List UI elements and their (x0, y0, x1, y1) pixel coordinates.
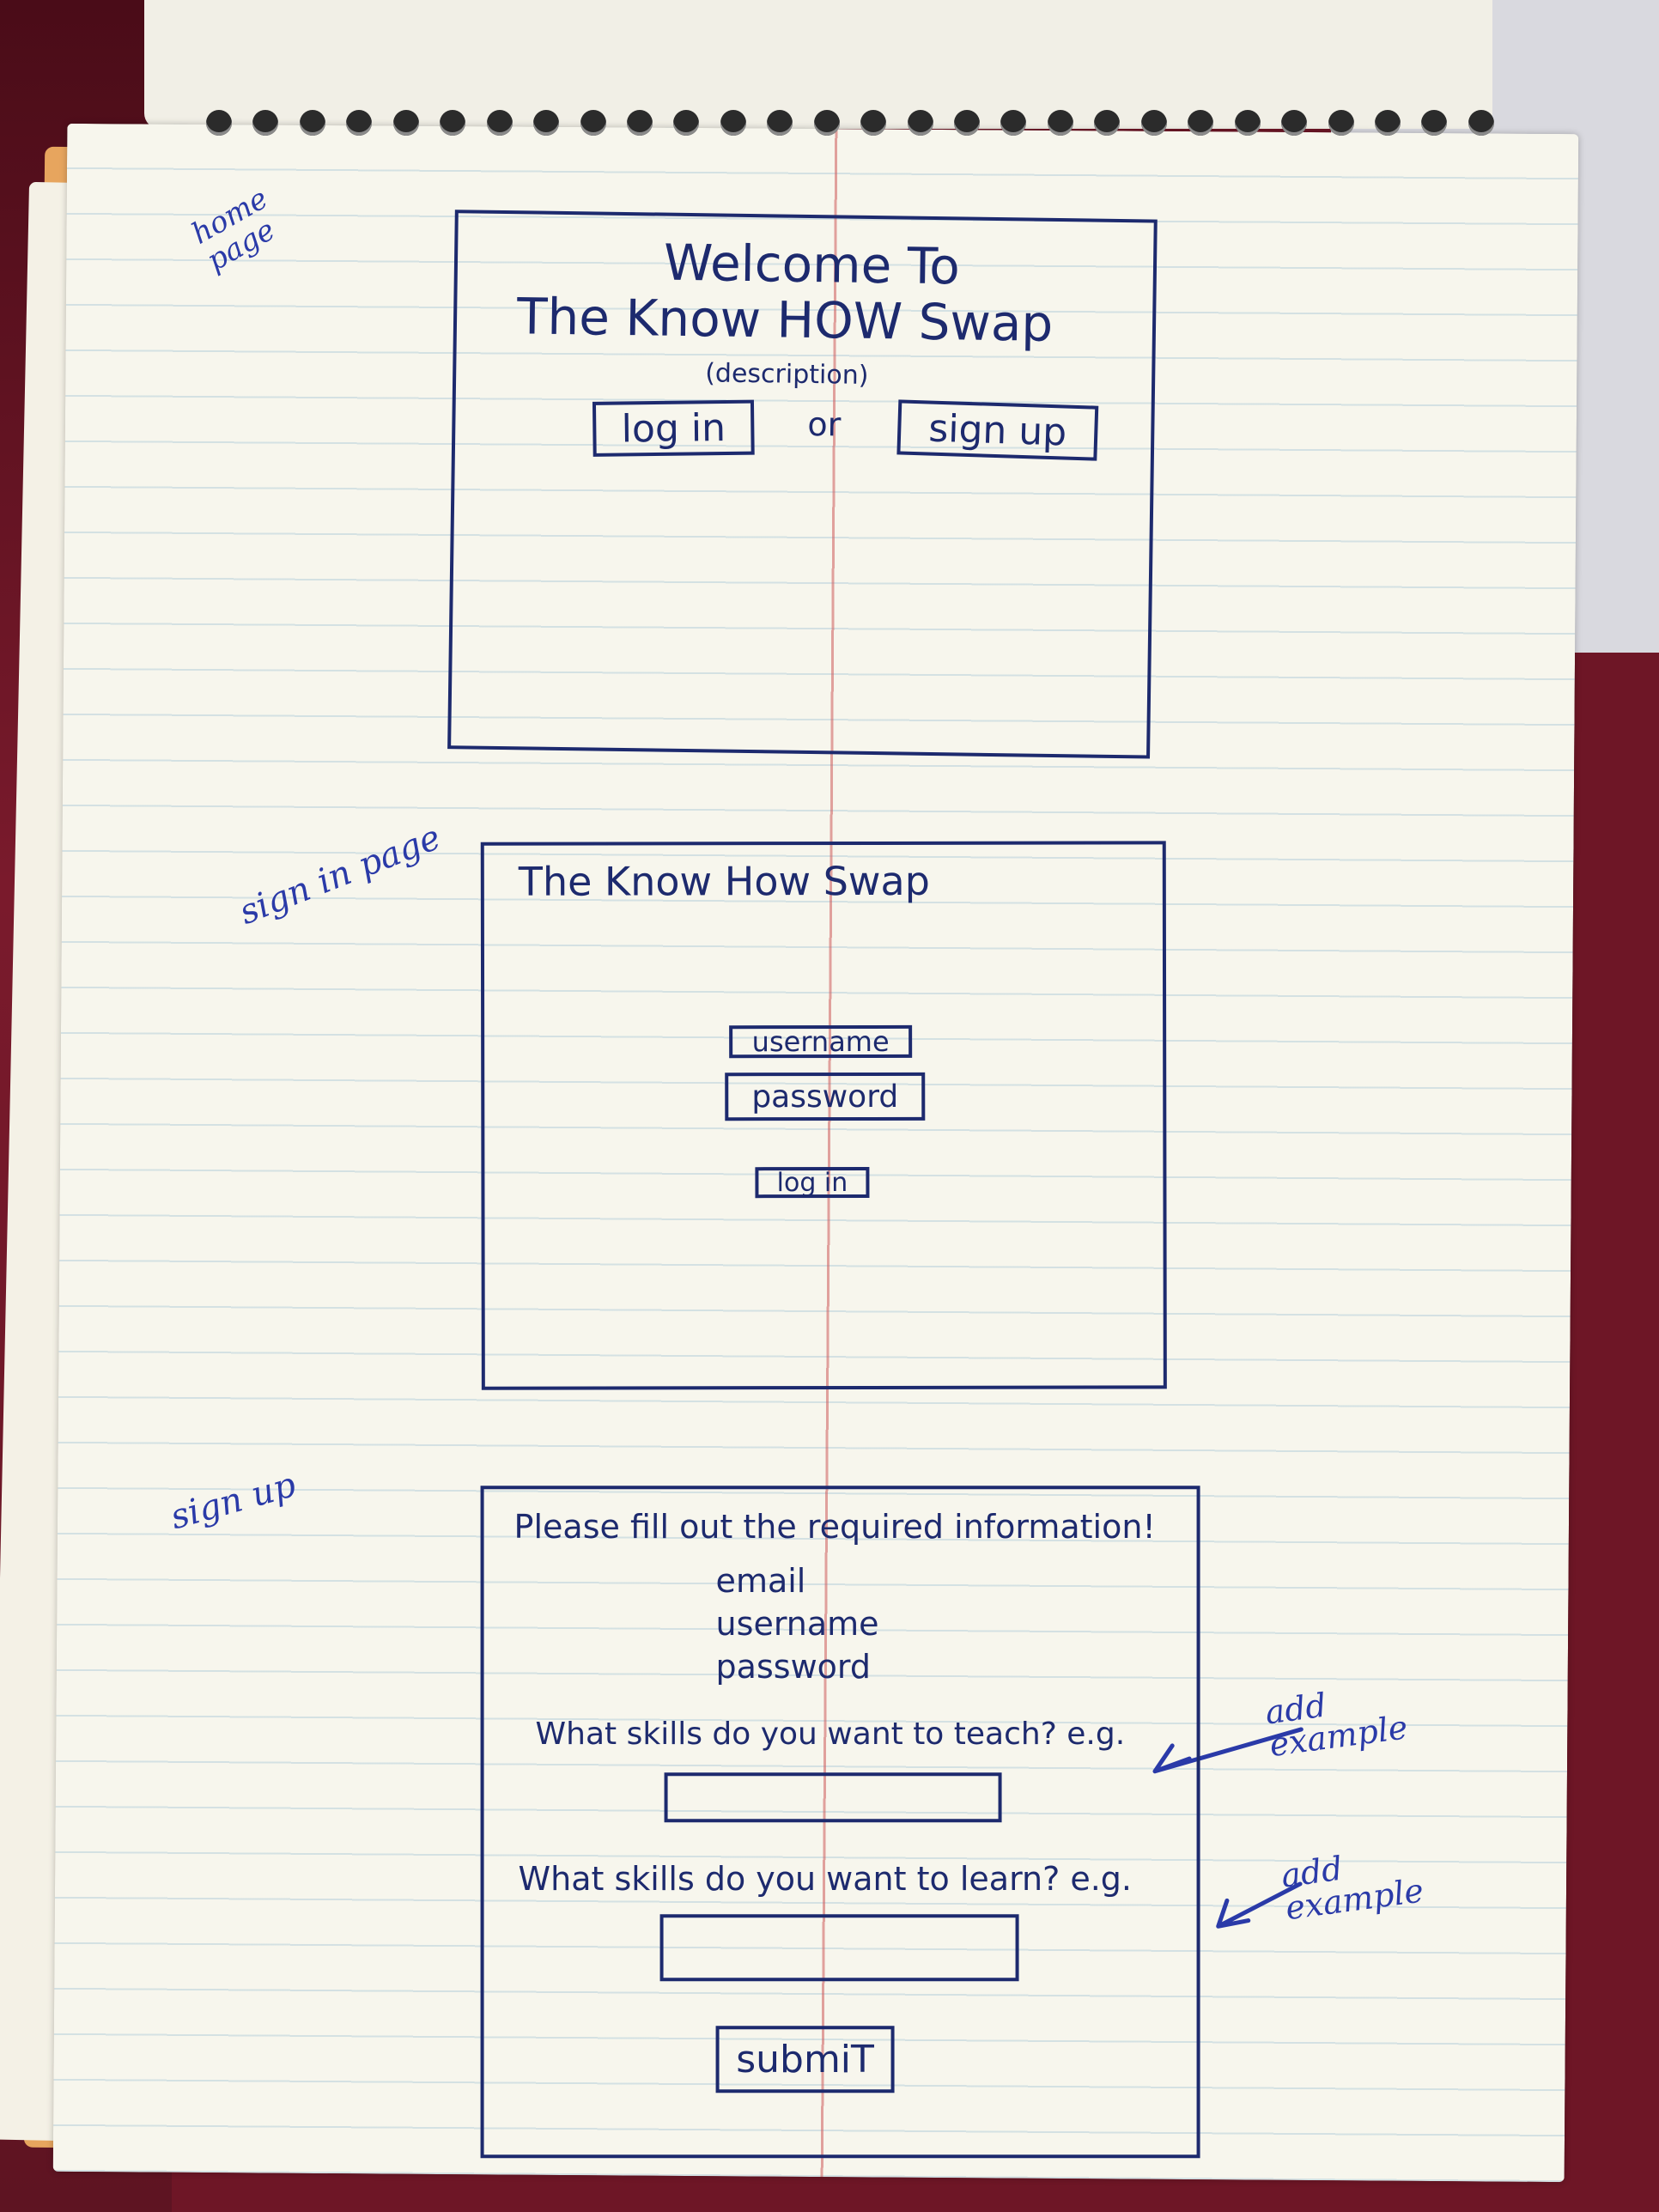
home-welcome: Welcome To (663, 233, 961, 296)
home-or-text: or (807, 404, 842, 444)
home-signup-button[interactable]: sign up (896, 399, 1099, 461)
signin-page-frame: The Know How Swap username password log … (480, 841, 1167, 1390)
signup-teach-question: What skills do you want to teach? e.g. (535, 1717, 1126, 1753)
signup-instructions: Please fill out the required information… (514, 1508, 1156, 1547)
note-home-page: home page (185, 181, 282, 279)
signup-field-username: username (715, 1605, 879, 1644)
note-signup: sign up (166, 1465, 301, 1538)
arrow-icon (1216, 1881, 1303, 1929)
signin-username-field[interactable]: username (729, 1024, 913, 1059)
signin-login-button[interactable]: log in (755, 1166, 870, 1199)
home-login-button[interactable]: log in (592, 399, 755, 457)
signup-field-email: email (715, 1562, 806, 1601)
flipped-pages (144, 0, 1492, 129)
home-description: (description) (704, 358, 869, 391)
notebook-page: home page sign in page sign up add examp… (52, 123, 1579, 2183)
spiral-binding (206, 110, 1494, 144)
home-title: The Know HOW Swap (516, 287, 1054, 353)
signup-learn-input[interactable] (659, 1914, 1019, 1982)
signup-page-frame: Please fill out the required information… (480, 1486, 1200, 2159)
note-signin-page: sign in page (234, 817, 447, 933)
signin-password-field[interactable]: password (725, 1072, 926, 1121)
signup-field-password: password (715, 1648, 871, 1686)
home-page-frame: Welcome To The Know HOW Swap (descriptio… (447, 210, 1158, 759)
signup-learn-question: What skills do you want to learn? e.g. (518, 1860, 1133, 1899)
signup-teach-input[interactable] (664, 1772, 1002, 1823)
signin-title: The Know How Swap (518, 857, 930, 905)
arrow-icon (1152, 1727, 1304, 1774)
signup-submit-button[interactable]: submiT (715, 2026, 895, 2094)
